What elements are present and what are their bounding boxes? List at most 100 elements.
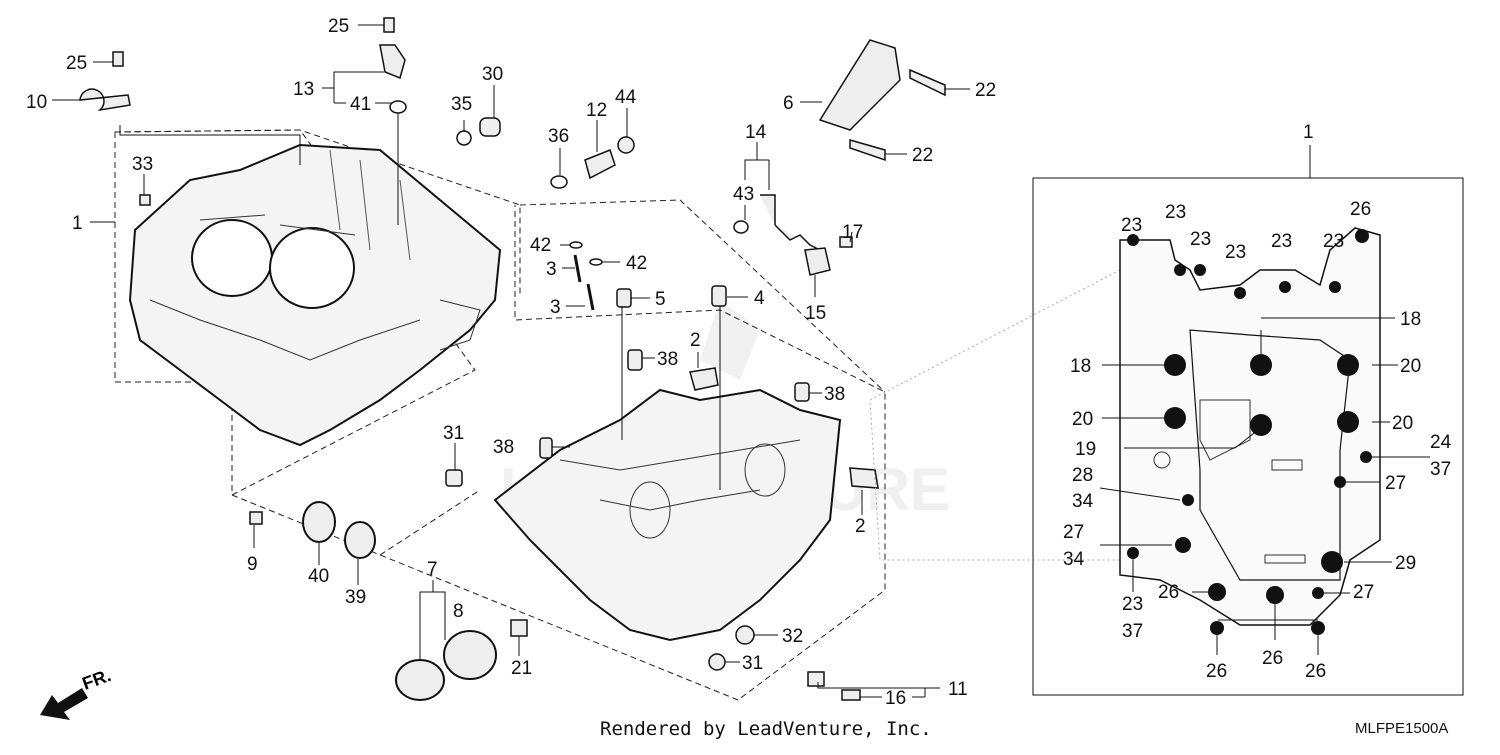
o-ring-36 xyxy=(550,175,568,189)
callout-3: 3 xyxy=(546,259,557,280)
oil-filter-cartridge-8 xyxy=(443,630,497,680)
callout-43: 43 xyxy=(733,184,754,205)
o-ring-41 xyxy=(389,100,407,114)
callout-38: 38 xyxy=(824,384,845,405)
callout-5: 5 xyxy=(655,289,666,310)
bracket-15 xyxy=(804,247,831,276)
callout-27: 27 xyxy=(1385,473,1406,494)
dowel-33 xyxy=(139,194,151,206)
callout-41: 41 xyxy=(350,94,371,115)
callout-34: 34 xyxy=(1072,491,1094,512)
callout-26: 26 xyxy=(1305,661,1326,682)
dowel-4 xyxy=(711,285,727,307)
bolt-17 xyxy=(839,236,853,248)
callout-7: 7 xyxy=(427,559,438,580)
switch-harness-14 xyxy=(760,194,821,251)
callout-18: 18 xyxy=(1400,309,1421,330)
dowel-38-a xyxy=(627,349,643,371)
callout-20: 20 xyxy=(1072,409,1093,430)
callout-27: 27 xyxy=(1063,522,1084,543)
callout-38: 38 xyxy=(657,349,678,370)
cap-30 xyxy=(479,117,501,137)
callout-11: 11 xyxy=(948,679,968,700)
washer-42-a xyxy=(569,241,583,249)
cylinder-bore-2 xyxy=(269,227,355,309)
callout-22: 22 xyxy=(975,80,996,101)
callout-20: 20 xyxy=(1392,413,1413,434)
bolt-25-left xyxy=(112,51,124,67)
render-credit: Rendered by LeadVenture, Inc. xyxy=(600,718,932,740)
oil-filter-7 xyxy=(395,659,445,701)
callout-2: 2 xyxy=(690,330,701,351)
front-direction-arrow: FR. xyxy=(40,665,114,720)
bolt-25-top xyxy=(383,17,395,33)
bush-2-b xyxy=(849,467,879,489)
callout-18: 18 xyxy=(1070,356,1091,377)
callout-26: 26 xyxy=(1262,648,1283,669)
callout-1: 1 xyxy=(1303,122,1314,143)
callout-1: 1 xyxy=(72,213,83,234)
callout-16: 16 xyxy=(885,688,906,709)
callout-30: 30 xyxy=(482,64,503,85)
cylinder-bore-1 xyxy=(191,219,273,297)
callout-numbers: 25 25 10 13 41 35 30 33 1 12 44 36 6 22 … xyxy=(26,16,996,709)
o-ring-43 xyxy=(733,220,749,234)
callout-35: 35 xyxy=(451,94,472,115)
cover-6 xyxy=(818,39,901,131)
dowel-38-b xyxy=(794,382,810,402)
callout-22: 22 xyxy=(912,145,933,166)
stud-21 xyxy=(510,619,528,637)
callout-25: 25 xyxy=(66,53,87,74)
callout-33: 33 xyxy=(132,154,153,175)
lower-crankcase-body xyxy=(493,388,842,642)
callout-39: 39 xyxy=(345,587,366,608)
callout-6: 6 xyxy=(783,93,794,114)
callout-40: 40 xyxy=(308,566,329,587)
bearing-39 xyxy=(344,521,376,559)
bolt-16 xyxy=(841,689,861,701)
diagram-code: MLFPE1500A xyxy=(1355,720,1449,737)
callout-13: 13 xyxy=(293,79,314,100)
callout-17: 17 xyxy=(842,222,863,243)
bolt-22-b xyxy=(849,139,886,162)
callout-25: 25 xyxy=(328,16,349,37)
callout-23: 23 xyxy=(1122,594,1143,615)
callout-23: 23 xyxy=(1190,229,1211,250)
callout-28: 28 xyxy=(1072,465,1093,486)
pin-3-b xyxy=(586,283,595,311)
plug-31-a xyxy=(445,469,463,487)
bolt-location-view: 1 23 23 23 23 23 23 26 18 18 20 20 20 19… xyxy=(869,122,1464,696)
callout-23: 23 xyxy=(1225,242,1246,263)
callout-10: 10 xyxy=(26,92,47,113)
callout-31: 31 xyxy=(742,653,763,674)
plug-32 xyxy=(735,625,755,645)
callout-44: 44 xyxy=(615,87,637,108)
bush-2-a xyxy=(689,367,719,391)
callout-26: 26 xyxy=(1206,661,1227,682)
callout-4: 4 xyxy=(754,288,765,309)
dowel-5 xyxy=(616,288,632,308)
callout-3: 3 xyxy=(550,297,561,318)
callout-20: 20 xyxy=(1400,356,1421,377)
switch-11 xyxy=(807,671,825,687)
callout-21: 21 xyxy=(511,658,532,679)
callout-8: 8 xyxy=(453,601,464,622)
callout-31: 31 xyxy=(443,423,464,444)
callout-42: 42 xyxy=(626,253,647,274)
callout-26: 26 xyxy=(1350,199,1371,220)
callout-12: 12 xyxy=(586,100,607,121)
bearing-40 xyxy=(302,501,336,543)
callout-9: 9 xyxy=(247,554,258,575)
callout-38: 38 xyxy=(493,437,514,458)
callout-26: 26 xyxy=(1158,582,1179,603)
callout-37: 37 xyxy=(1122,621,1143,642)
callout-2: 2 xyxy=(855,516,866,537)
plug-31-b xyxy=(708,653,726,671)
callout-34: 34 xyxy=(1063,549,1085,570)
lower-crankcase-group xyxy=(231,199,886,701)
callout-23: 23 xyxy=(1165,202,1186,223)
callout-23: 23 xyxy=(1323,231,1344,252)
callout-32: 32 xyxy=(782,626,803,647)
